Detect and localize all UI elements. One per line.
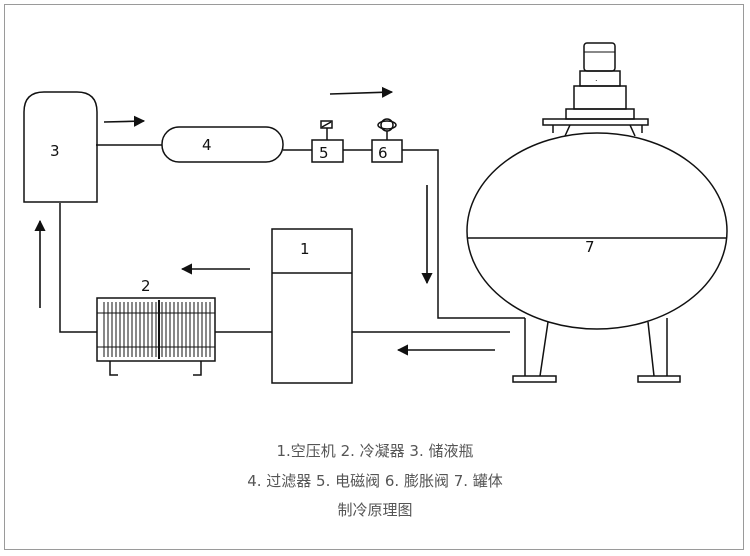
filter-label: 4 [202, 136, 212, 154]
compressor-label: 1 [300, 240, 310, 258]
flow-arrows [34, 86, 495, 356]
svg-text:.: . [595, 74, 598, 83]
receiver-bottle: 3 [23, 91, 98, 203]
condenser: 2 [96, 277, 216, 376]
caption-line-1: 1.空压机 2. 冷凝器 3. 储液瓶 [276, 442, 474, 460]
arrow-top-right [329, 86, 394, 98]
expansion-valve-label: 6 [378, 144, 388, 162]
diagram-frame [4, 4, 744, 550]
compressor: 1 [271, 228, 353, 384]
tank-label: 7 [585, 238, 595, 256]
filter: 4 [161, 126, 284, 163]
tank: . 7 [466, 42, 728, 383]
diagram-title: 制冷原理图 [337, 501, 413, 519]
expansion-valve: 6 [371, 118, 403, 163]
arrow-receiver-to-filter [103, 115, 146, 127]
solenoid-valve: 5 [311, 120, 344, 163]
condenser-label: 2 [141, 277, 151, 295]
caption-line-2: 4. 过滤器 5. 电磁阀 6. 膨胀阀 7. 罐体 [247, 472, 503, 490]
solenoid-valve-label: 5 [319, 144, 329, 162]
piping [59, 144, 525, 333]
receiver-label: 3 [50, 142, 60, 160]
